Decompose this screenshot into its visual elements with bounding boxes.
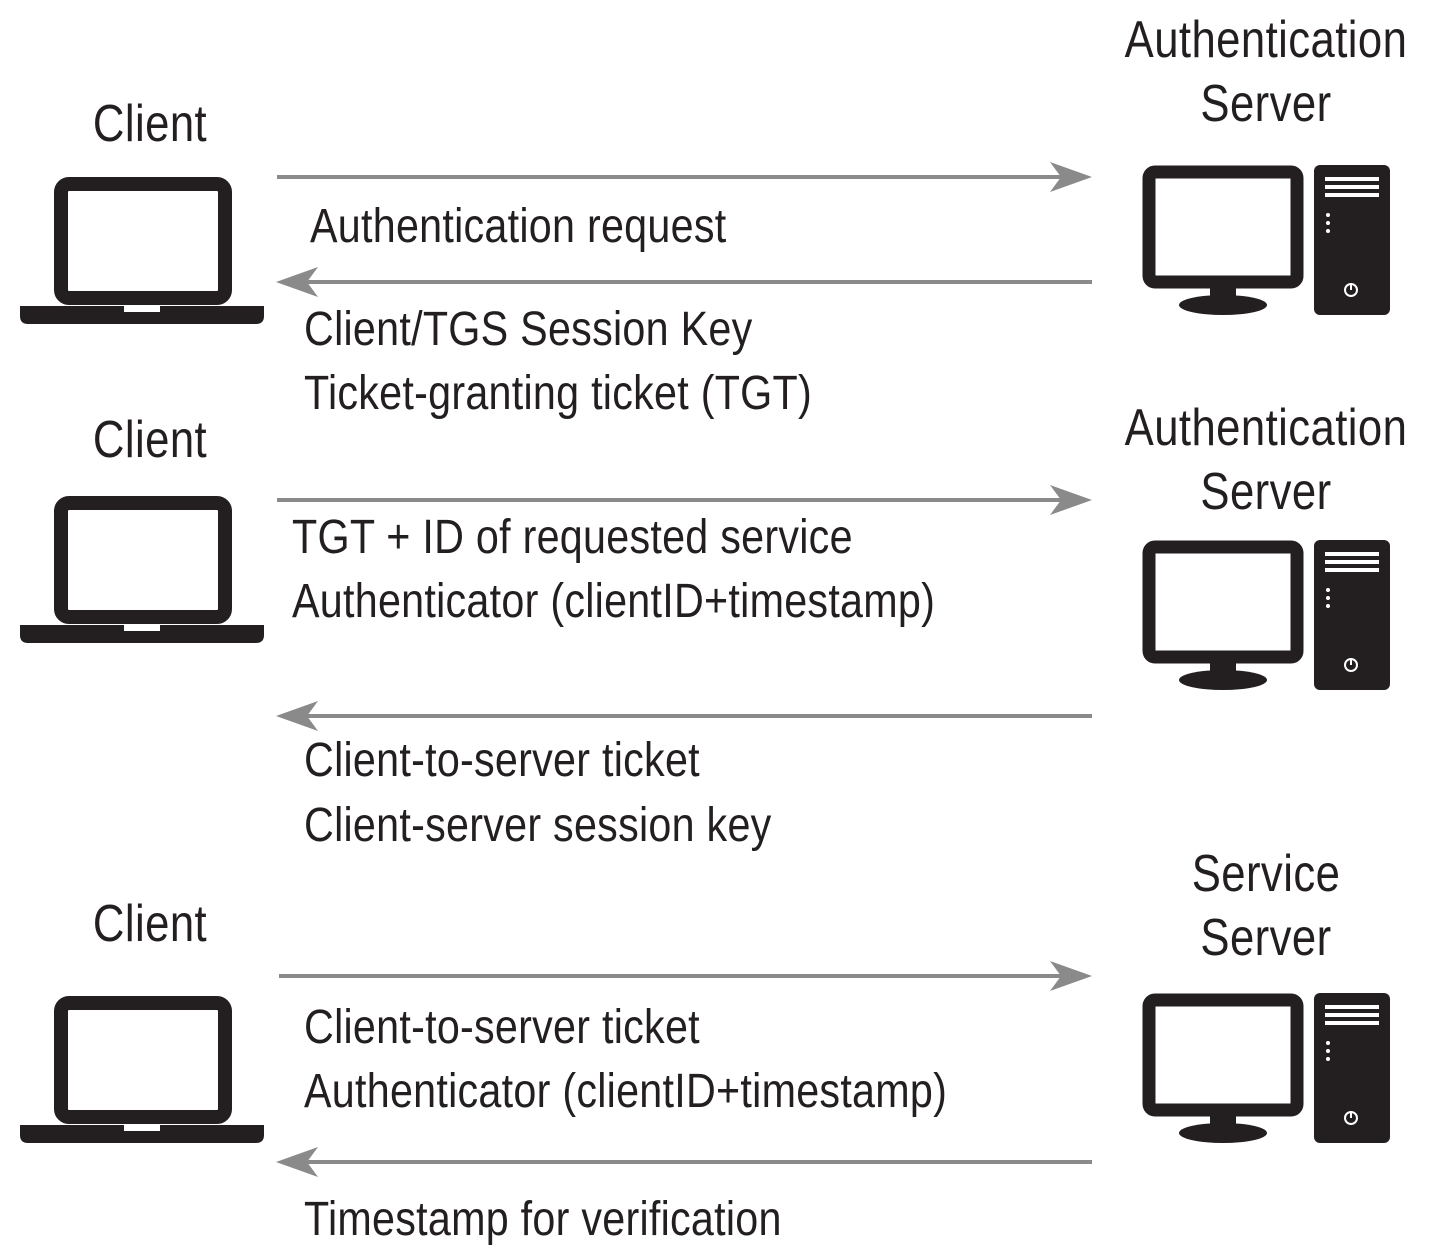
message-step2-to-client-line1: Client-to-server ticket	[304, 734, 700, 787]
client-label-step2: Client	[92, 411, 208, 469]
desktop-tower-icon	[1142, 540, 1392, 690]
server-label-step3-line2: Server	[1200, 909, 1332, 967]
server-label-step2-line2: Server	[1200, 463, 1332, 521]
message-step1-to-client-line1: Client/TGS Session Key	[304, 303, 753, 356]
arrow-step3-to-client	[276, 1147, 1092, 1177]
client-label-step1: Client	[92, 95, 208, 153]
arrow-step1-to-server	[277, 162, 1092, 192]
server-label-step1-line2: Server	[1200, 75, 1332, 133]
message-step1-to-client-line2: Ticket-granting ticket (TGT)	[304, 367, 813, 420]
laptop-icon	[20, 176, 264, 324]
message-step3-to-server-line1: Client-to-server ticket	[304, 1001, 700, 1054]
server-label-step2-line1: Authentication	[1124, 399, 1408, 457]
desktop-tower-icon	[1142, 165, 1392, 315]
laptop-icon	[20, 995, 264, 1143]
arrow-step3-to-server	[279, 961, 1092, 991]
desktop-tower-icon	[1142, 993, 1392, 1143]
message-step1-to-server-line1: Authentication request	[310, 200, 727, 253]
arrow-step2-to-client	[276, 701, 1092, 731]
message-step2-to-client-line2: Client-server session key	[304, 799, 772, 852]
arrow-step2-to-server	[277, 485, 1092, 515]
laptop-icon	[20, 495, 264, 643]
message-step2-to-server-line1: TGT + ID of requested service	[292, 511, 853, 564]
message-step3-to-client-line1: Timestamp for verification	[304, 1193, 782, 1246]
message-step3-to-server-line2: Authenticator (clientID+timestamp)	[304, 1065, 948, 1118]
message-step2-to-server-line2: Authenticator (clientID+timestamp)	[292, 575, 936, 628]
server-label-step3-line1: Service	[1191, 845, 1341, 903]
arrow-step1-to-client	[276, 267, 1092, 297]
server-label-step1-line1: Authentication	[1124, 11, 1408, 69]
client-label-step3: Client	[92, 895, 208, 953]
